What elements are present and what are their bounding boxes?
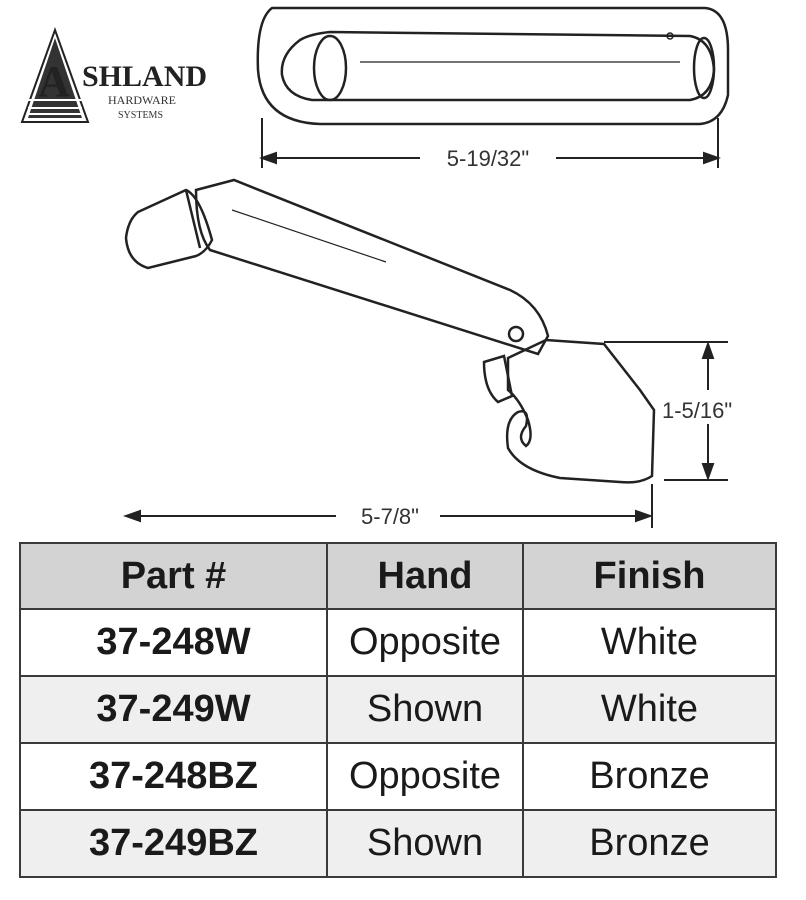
- product-drawing: A SHLAND HARDWARE SYSTEMS 5-19/32": [20, 6, 732, 529]
- top-width-dimension: [259, 118, 721, 168]
- cell-part: 37-248BZ: [19, 742, 328, 811]
- side-length-dimension: [123, 484, 653, 528]
- parts-table: Part # Hand Finish 37-248W Opposite Whit…: [19, 542, 777, 878]
- table-row: 37-249BZ Shown Bronze: [19, 809, 777, 878]
- table-row: 37-248BZ Opposite Bronze: [19, 742, 777, 811]
- cell-finish: Bronze: [522, 809, 777, 878]
- cell-hand: Opposite: [326, 608, 524, 677]
- table-row: 37-248W Opposite White: [19, 608, 777, 677]
- cell-part: 37-248W: [19, 608, 328, 677]
- logo-triangle-icon: [20, 27, 90, 123]
- header-finish: Finish: [522, 542, 777, 610]
- cell-finish: Bronze: [522, 742, 777, 811]
- logo-triangle-fill-icon: [28, 38, 82, 118]
- logo-line1: HARDWARE: [108, 93, 176, 107]
- top-view-drawing: [256, 6, 730, 126]
- ashland-logo: A SHLAND HARDWARE SYSTEMS: [20, 27, 207, 123]
- side-height-label: 1-5/16": [662, 398, 732, 423]
- cell-part: 37-249W: [19, 675, 328, 744]
- top-width-label: 5-19/32": [447, 146, 529, 171]
- side-height-dimension: [604, 341, 728, 481]
- side-length-label: 5-7/8": [361, 504, 419, 529]
- cell-part: 37-249BZ: [19, 809, 328, 878]
- logo-name: SHLAND: [82, 60, 207, 93]
- logo-line2: SYSTEMS: [118, 110, 163, 121]
- cell-finish: White: [522, 675, 777, 744]
- logo-initial: A: [38, 57, 70, 106]
- header-part: Part #: [19, 542, 328, 610]
- side-view-drawing: [124, 178, 656, 484]
- cell-hand: Opposite: [326, 742, 524, 811]
- table-row: 37-249W Shown White: [19, 675, 777, 744]
- cell-hand: Shown: [326, 809, 524, 878]
- table-header-row: Part # Hand Finish: [19, 542, 777, 610]
- cell-hand: Shown: [326, 675, 524, 744]
- header-hand: Hand: [326, 542, 524, 610]
- cell-finish: White: [522, 608, 777, 677]
